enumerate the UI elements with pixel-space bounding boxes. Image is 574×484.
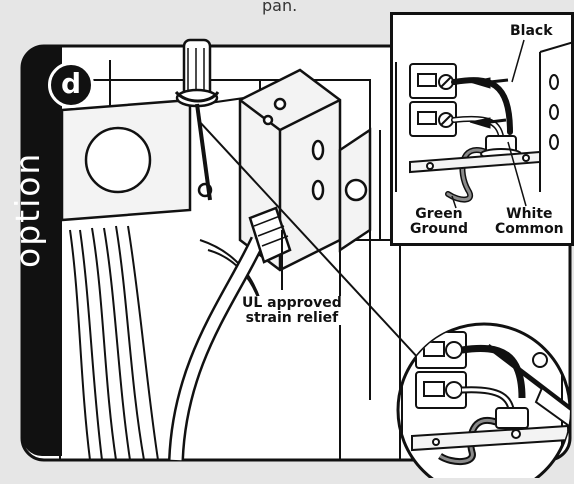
ground-strip [409,150,541,174]
option-label: option [8,151,47,268]
label-white-common: White Common [495,207,564,236]
terminal-block [409,63,457,137]
top-caption: pan. [262,0,298,15]
label-ground: Ground [410,220,468,237]
mounting-plate [60,98,213,222]
label-black: Black [510,23,553,39]
power-cable [168,236,266,461]
side-bracket [338,127,372,253]
screwdriver [174,38,220,201]
label-strain-relief-text: strain relief [245,309,339,326]
label-strain-relief: UL approved strain relief [242,295,342,326]
option-tab [22,46,62,456]
label-green: Green [415,206,463,222]
label-ul-approved: UL approved [242,295,342,311]
terminal-inset [390,12,574,246]
option-letter-badge: d [48,62,94,108]
label-green-ground: Green Ground [410,207,468,236]
label-common: Common [495,220,564,237]
strain-relief-fitting [248,206,292,264]
magnified-detail [396,322,572,478]
label-white: White [506,206,553,222]
direction-arrows [469,77,509,129]
